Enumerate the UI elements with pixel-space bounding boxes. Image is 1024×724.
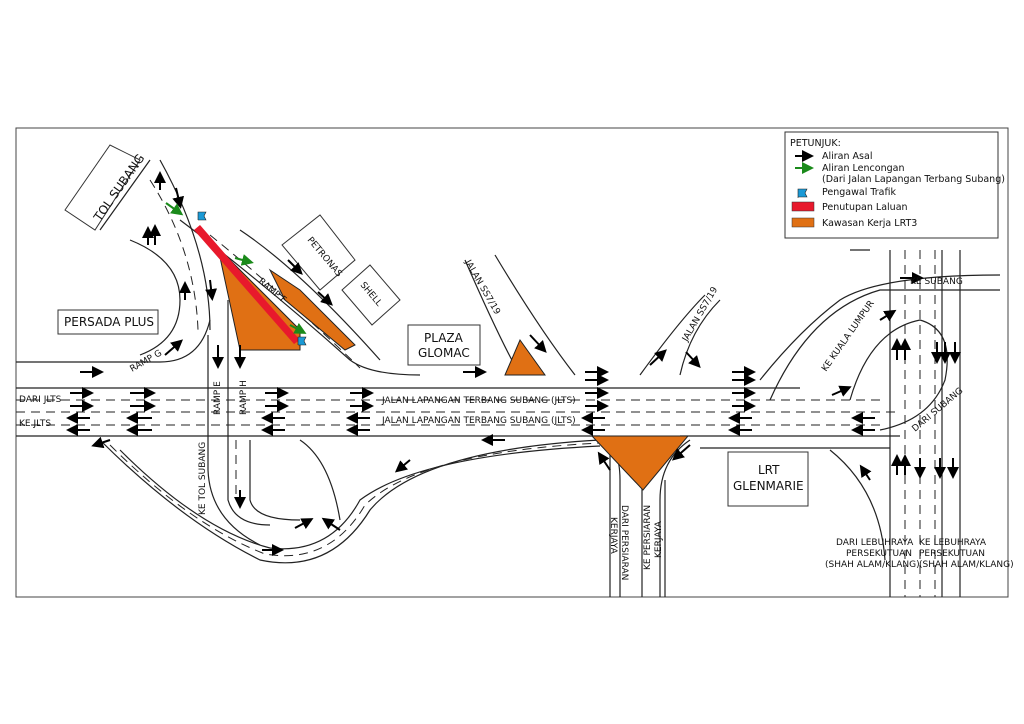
label-ke-tol-subang: KE TOL SUBANG [198,442,208,515]
legend-label: Aliran Lencongan [822,163,904,174]
building-lrt-glenmarie [727,451,809,507]
lrt3-work-zone [590,435,690,491]
label-dari-jlts: DARI JLTS [19,395,62,405]
lrt3-work-zone [268,268,356,351]
flag-icon [297,336,307,346]
blue-flag-icon [797,188,808,198]
label-lrt-glenmarie: GLENMARIE [733,479,804,493]
legend-label: Penutupan Laluan [822,202,908,213]
label-dari-lebuhraya: DARI LEBUHRAYA [836,538,914,548]
label-ke-persiaran-kerjaya: KERJAYA [654,520,664,558]
orange-swatch [791,217,815,228]
label-ke-subang: KE SUBANG [910,277,963,287]
route-closure [194,225,300,344]
label-plaza-glomac: GLOMAC [418,346,470,360]
red-swatch [791,201,815,212]
traffic-arrows [66,171,961,556]
legend-title: PETUNJUK: [790,138,841,149]
legend-label: Pengawal Trafik [822,187,896,198]
building-plaza-glomac [407,324,481,366]
building-persada-plus [57,309,159,335]
label-dari-lebuhraya: PERSEKUTUAN [846,549,912,559]
lrt3-work-zone [504,338,546,376]
legend-label-sub: (Dari Jalan Lapangan Terbang Subang) [822,174,1005,185]
label-jlts: JALAN LAPANGAN TERBANG SUBANG (JLTS) [381,396,576,406]
legend-label: Aliran Asal [822,151,872,162]
flag-icon [197,211,207,221]
label-dari-persiaran-kerjaya: KERJAYA [608,517,618,555]
label-ramp-h: RAMP H [239,380,249,415]
label-ramp-e: RAMP E [213,381,223,415]
label-ke-lebuhraya: PERSEKUTUAN [919,549,985,559]
label-ke-persiaran-kerjaya: KE PERSIARAN [643,505,653,570]
tol-subang-plaza [64,144,141,231]
label-dari-persiaran-kerjaya: DARI PERSIARAN [619,505,629,580]
label-jlts: JALAN LAPANGAN TERBANG SUBANG (JLTS) [381,416,576,426]
label-persada-plus: PERSADA PLUS [64,315,154,329]
legend: PETUNJUK: Aliran Asal Aliran Lencongan (… [784,131,1005,239]
label-ke-jlts: KE JLTS [19,419,51,429]
label-plaza-glomac: PLAZA [424,331,464,345]
label-ke-lebuhraya: KE LEBUHRAYA [919,538,987,548]
label-ke-lebuhraya: (SHAH ALAM/KLANG) [919,560,1014,570]
legend-label: Kawasan Kerja LRT3 [822,218,917,229]
label-dari-lebuhraya: (SHAH ALAM/KLANG) [825,560,920,570]
building-petronas [281,214,356,291]
label-lrt-glenmarie: LRT [758,463,780,477]
building-shell [341,264,401,326]
